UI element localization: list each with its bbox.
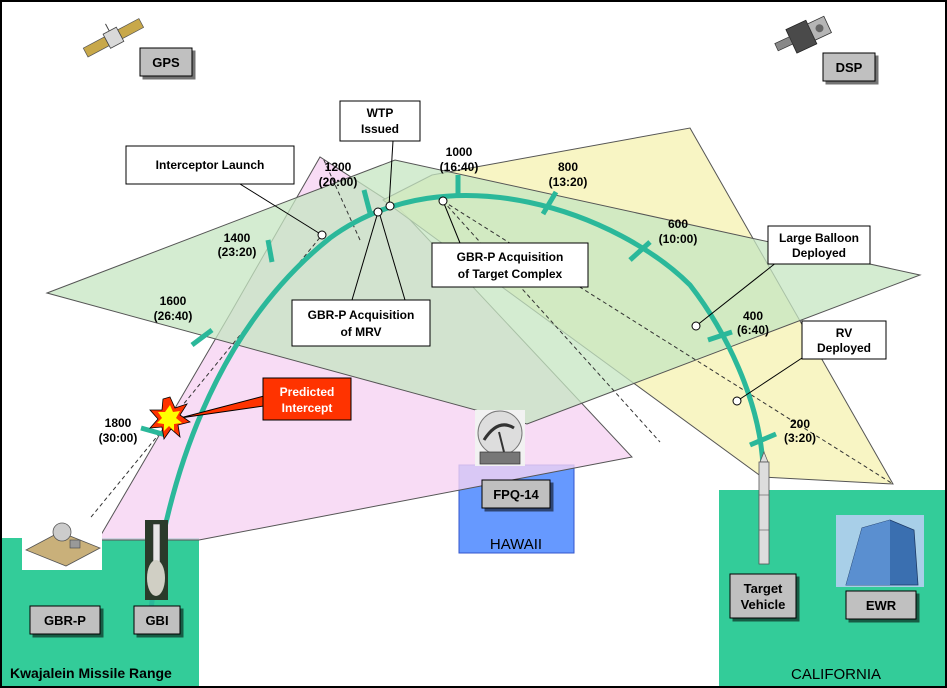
tick-labels: 200 (3:20) 400 (6:40) 600 (10:00) 800 (1… [99, 145, 816, 445]
marker-large-balloon [691, 321, 701, 331]
tick-label-200-time: (3:20) [784, 431, 816, 445]
gbrp-radar-icon [22, 518, 102, 570]
tick-1200 [361, 189, 373, 214]
acq-target-line2: of Target Complex [458, 267, 563, 281]
marker-acq-mrv [373, 207, 383, 217]
target-vehicle-line1: Target [744, 581, 783, 596]
hawaii-label: HAWAII [490, 536, 542, 553]
ewr-building-icon [836, 515, 924, 587]
california-label: CALIFORNIA [791, 666, 881, 683]
target-vehicle-line2: Vehicle [741, 597, 786, 612]
marker-rv [732, 396, 742, 406]
missile-trajectory [147, 193, 766, 619]
dsp-label: DSP [836, 60, 863, 75]
fpq14-label: FPQ-14 [493, 487, 539, 502]
balloon-line1: Large Balloon [779, 231, 859, 245]
gbrp-label-box [29, 605, 101, 635]
intercept-line2: Intercept [282, 401, 333, 415]
tick-label-1400-time: (23:20) [218, 245, 257, 259]
callout-acq-mrv [291, 299, 431, 347]
tick-1600 [190, 328, 214, 347]
tick-label-1200-sec: 1200 [325, 160, 352, 174]
tick-label-800-sec: 800 [558, 160, 578, 174]
tick-1400 [265, 239, 275, 263]
trajectory-ticks [140, 175, 777, 448]
gbrp-label: GBR-P [44, 613, 86, 628]
callout-predicted-intercept [262, 377, 352, 421]
tick-label-1200-time: (20:00) [319, 175, 358, 189]
tick-600 [628, 240, 652, 262]
tick-200 [749, 431, 777, 448]
rv-line1: RV [836, 326, 852, 340]
dsp-label-box [822, 52, 876, 82]
callout-large-balloon [767, 225, 871, 265]
callout-rv-deployed [801, 320, 887, 360]
sightline-ewr [442, 200, 894, 485]
callout-interceptor-launch [125, 145, 295, 185]
fpq14-label-box [481, 479, 551, 509]
gbi-label-box [133, 605, 181, 635]
dsp-satellite-icon [774, 15, 832, 54]
rv-line2: Deployed [817, 341, 871, 355]
tick-label-600-sec: 600 [668, 217, 688, 231]
kwajalein-label: Kwajalein Missile Range [10, 665, 172, 681]
gps-label: GPS [152, 55, 180, 70]
gbi-label: GBI [145, 613, 168, 628]
tick-label-1600-sec: 1600 [160, 294, 187, 308]
tick-400 [707, 329, 733, 343]
acq-mrv-line2: of MRV [340, 325, 381, 339]
tick-label-200-sec: 200 [790, 417, 810, 431]
callout-wtp-issued [339, 100, 421, 142]
tick-label-1600-time: (26:40) [154, 309, 193, 323]
tick-label-1000-sec: 1000 [446, 145, 473, 159]
tick-label-1400-sec: 1400 [224, 231, 251, 245]
tick-label-1800-sec: 1800 [105, 416, 132, 430]
target-vehicle-label-box [729, 573, 797, 619]
marker-wtp [385, 201, 395, 211]
balloon-line2: Deployed [792, 246, 846, 260]
interceptor-launch-label: Interceptor Launch [156, 158, 265, 172]
acq-mrv-line1: GBR-P Acquisition [308, 308, 415, 322]
tick-label-400-sec: 400 [743, 309, 763, 323]
tick-1800 [140, 425, 167, 438]
ewr-label: EWR [866, 598, 897, 613]
gbi-launch-icon [145, 520, 168, 600]
leader-lines [239, 140, 803, 402]
gps-satellite-icon [82, 18, 145, 58]
callout-acq-target-complex [431, 242, 589, 288]
marker-acq-target [438, 196, 448, 206]
gps-label-box [139, 47, 193, 77]
sightline-fan-edge [322, 157, 361, 241]
sightline-target-complex [442, 200, 661, 443]
wtp-label-line1: WTP [367, 106, 394, 120]
tick-label-600-time: (10:00) [659, 232, 698, 246]
explosion-icon [149, 396, 191, 441]
target-vehicle-rocket-icon [758, 451, 770, 565]
intercept-line1: Predicted [280, 385, 335, 399]
tick-label-400-time: (6:40) [737, 323, 769, 337]
event-markers [317, 196, 742, 406]
tick-800 [540, 190, 559, 216]
tick-label-800-time: (13:20) [549, 175, 588, 189]
gbrp-coverage-fan [45, 159, 922, 425]
acq-target-line1: GBR-P Acquisition [457, 250, 564, 264]
fpq14-radar-icon [475, 410, 525, 466]
ewr-label-box [845, 590, 917, 620]
tick-label-1000-time: (16:40) [440, 160, 479, 174]
tick-label-1800-time: (30:00) [99, 431, 138, 445]
wtp-label-line2: Issued [361, 122, 399, 136]
marker-interceptor-launch [317, 230, 327, 240]
